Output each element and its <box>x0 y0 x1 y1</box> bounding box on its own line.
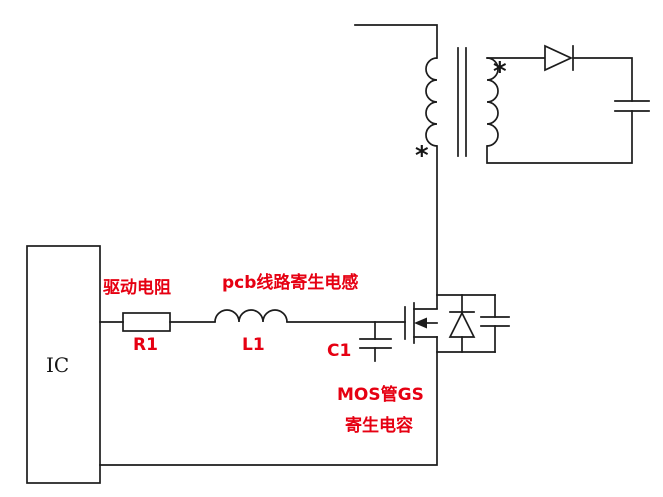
mosfet <box>404 302 438 344</box>
polarity-mark-secondary: * <box>493 57 507 87</box>
output-capacitor <box>614 100 650 112</box>
label-l1-ref: L1 <box>242 335 265 355</box>
inductor-l1 <box>214 309 288 323</box>
drain-source-capacitor <box>480 294 510 353</box>
wire-source-return <box>99 336 438 466</box>
resistor-r1-body <box>122 312 171 332</box>
output-capacitor-plates <box>614 100 650 112</box>
label-mos-gs-line1: MOS管GS <box>337 384 424 405</box>
transformer-core <box>457 47 467 157</box>
label-pcb-parasitic-inductance: pcb线路寄生电感 <box>222 272 358 293</box>
mosfet-arrow <box>414 317 427 329</box>
wire-secondary-right <box>572 57 633 102</box>
resistor-r1 <box>122 312 171 332</box>
ic-outline <box>26 245 101 484</box>
inductor-l1-coil <box>214 309 288 323</box>
body-diode <box>448 294 476 353</box>
polarity-mark-primary: * <box>415 141 429 171</box>
transformer: * * <box>415 47 507 171</box>
label-c1-ref: C1 <box>327 341 351 361</box>
ic-block: IC <box>26 245 101 484</box>
body-diode-triangle <box>448 311 476 338</box>
output-diode-triangle <box>544 44 574 72</box>
output-diode <box>544 44 574 72</box>
transformer-primary-winding <box>425 57 438 147</box>
ic-label: IC <box>46 353 69 377</box>
transformer-secondary-winding <box>486 57 499 147</box>
ds-capacitor-plates <box>480 316 510 327</box>
label-drive-resistor: 驱动电阻 <box>103 277 171 298</box>
capacitor-c1-plates <box>359 338 392 349</box>
label-r1-ref: R1 <box>133 335 158 355</box>
label-mos-gs-line2: 寄生电容 <box>345 415 413 436</box>
capacitor-c1 <box>359 321 392 362</box>
wire-secondary-bottom <box>486 110 633 164</box>
wire-top-supply <box>354 24 438 59</box>
